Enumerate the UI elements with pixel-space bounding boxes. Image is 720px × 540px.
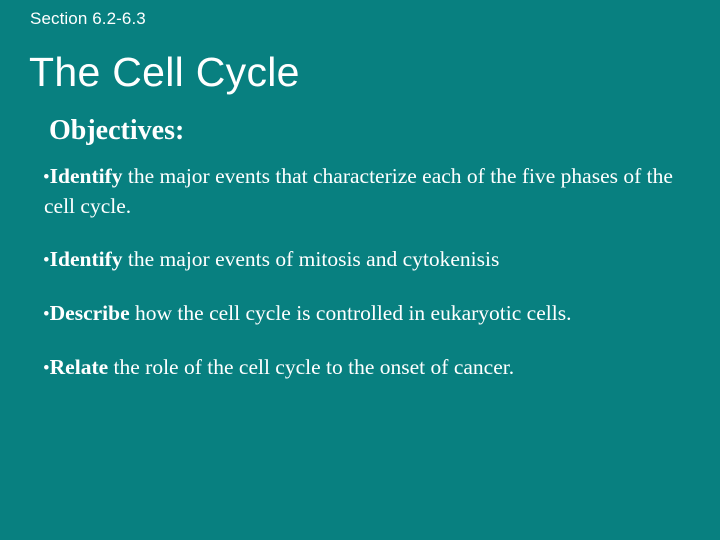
objective-lead-word: Describe [49,301,130,325]
section-label: Section 6.2-6.3 [30,9,146,28]
objective-text: the major events of mitosis and cytokeni… [122,247,500,271]
bullet-icon: • [43,167,50,188]
objective-lead-word: Identify [49,164,123,188]
objective-lead-word: Relate [49,355,109,379]
objectives-list: •Identify the major events that characte… [43,162,674,383]
list-item: •Describe how the cell cycle is controll… [43,299,674,329]
bullet-icon: • [43,304,50,325]
list-item: •Identify the major events that characte… [43,162,674,221]
page-title: The Cell Cycle [29,49,300,95]
bullet-icon: • [43,358,50,379]
objective-text: the major events that characterize each … [44,164,673,218]
list-item: •Relate the role of the cell cycle to th… [43,353,674,383]
objective-text: how the cell cycle is controlled in euka… [129,301,572,325]
objective-lead-word: Identify [49,247,123,271]
objectives-heading: Objectives: [49,115,185,146]
bullet-icon: • [43,250,50,271]
objective-text: the role of the cell cycle to the onset … [108,355,515,379]
list-item: •Identify the major events of mitosis an… [43,245,674,275]
